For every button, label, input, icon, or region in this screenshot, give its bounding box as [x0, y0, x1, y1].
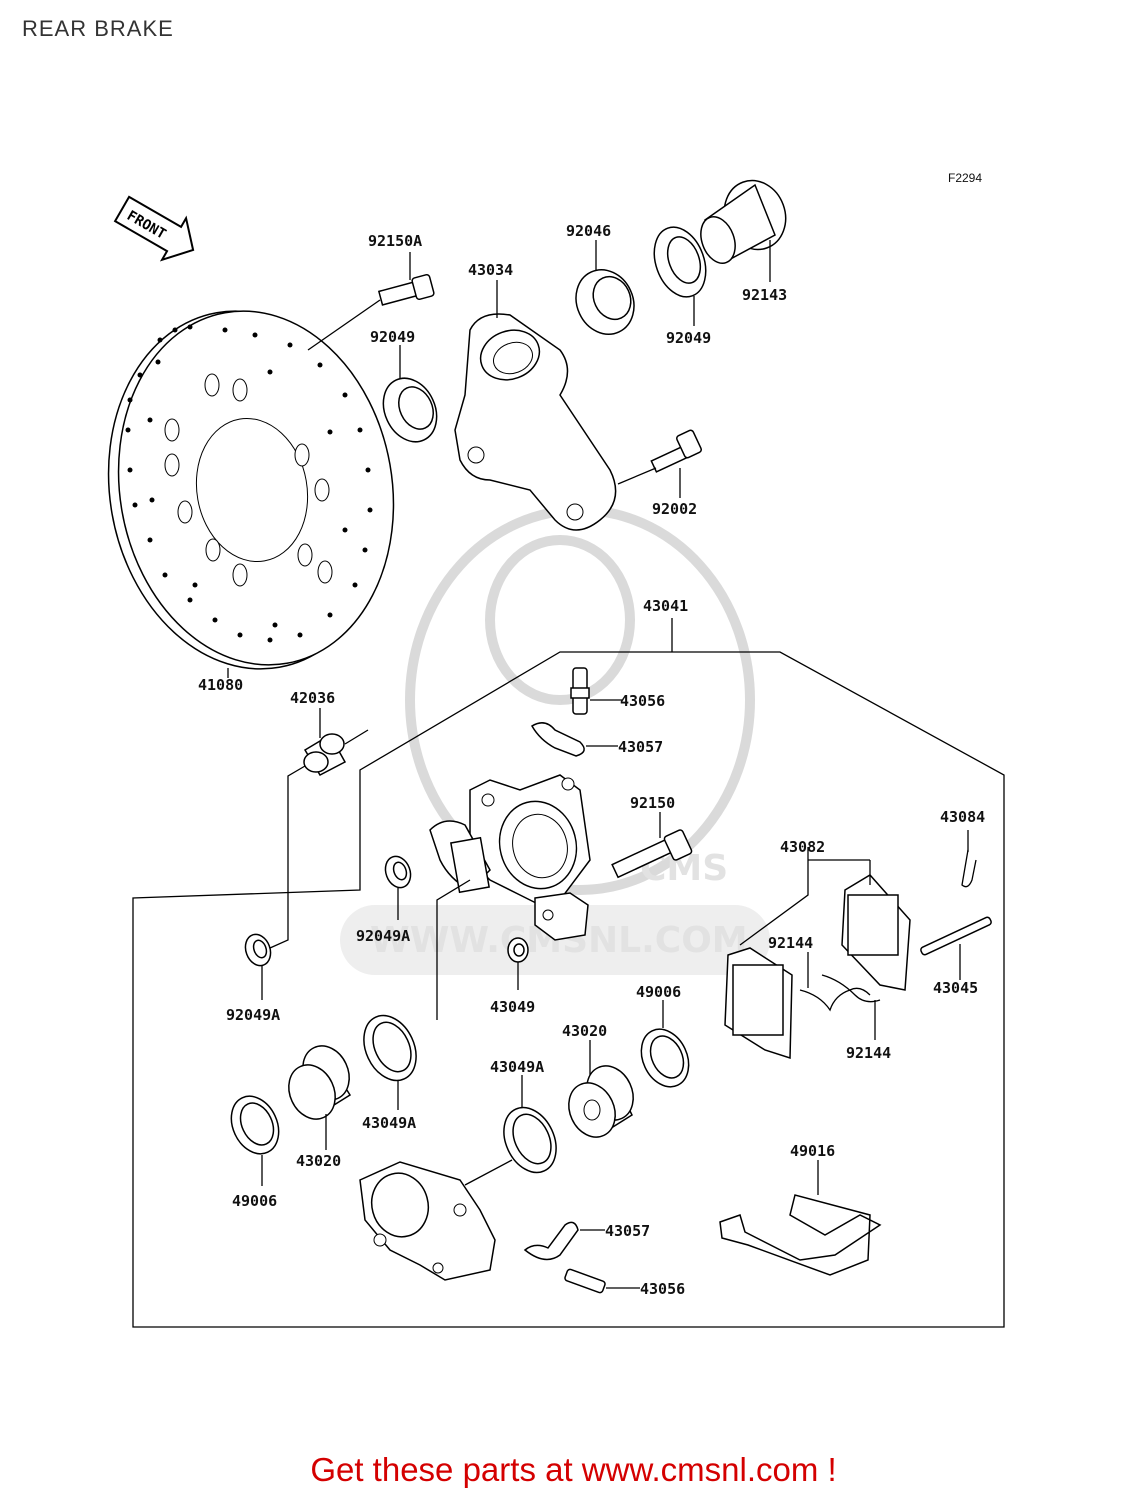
spring-92144: [799, 974, 881, 1012]
label-43056-bottom: 43056: [640, 1280, 685, 1298]
label-92049-right: 92049: [666, 329, 711, 347]
bearing-92046: [575, 269, 635, 335]
label-92150A: 92150A: [368, 232, 422, 250]
label-43020-mid: 43020: [562, 1022, 607, 1040]
label-92144-top: 92144: [768, 934, 813, 952]
label-92002: 92002: [652, 500, 697, 518]
label-43049: 43049: [490, 998, 535, 1016]
label-43041: 43041: [643, 597, 688, 615]
label-92049A-left: 92049A: [226, 1006, 280, 1024]
label-43057-bottom: 43057: [605, 1222, 650, 1240]
brake-pads-43082: [724, 874, 911, 1060]
exploded-diagram: CMS WWW.CMSNL.COM FRONT: [107, 179, 1005, 1328]
shim-49016: [719, 1194, 882, 1276]
cap-43057-top: [530, 722, 585, 757]
label-49006-left: 49006: [232, 1192, 277, 1210]
page-title: REAR BRAKE: [22, 16, 174, 41]
collar-92143: [700, 179, 787, 264]
label-92143: 92143: [742, 286, 787, 304]
piston-43020-mid: [568, 1065, 634, 1138]
label-42036: 42036: [290, 689, 335, 707]
label-41080: 41080: [198, 676, 243, 694]
label-43084: 43084: [940, 808, 985, 826]
bolt-92150A: [377, 273, 435, 306]
label-43020-left: 43020: [296, 1152, 341, 1170]
label-92049-left: 92049: [370, 328, 415, 346]
label-43045: 43045: [933, 979, 978, 997]
cta-link[interactable]: Get these parts at www.cmsnl.com !: [310, 1451, 837, 1488]
seal-43049A-left: [363, 1014, 417, 1082]
label-43034: 43034: [468, 261, 513, 279]
label-49016: 49016: [790, 1142, 835, 1160]
label-43049A-left: 43049A: [362, 1114, 416, 1132]
sleeve-42036: [303, 733, 347, 776]
front-arrow-icon: FRONT: [113, 195, 195, 262]
diagram-code: F2294: [948, 171, 983, 185]
pin-43045: [920, 916, 992, 956]
seal-92049-right: [653, 226, 707, 298]
piston-43020-left: [288, 1045, 352, 1120]
bolt-92150: [611, 829, 693, 879]
caliper-body: [429, 774, 591, 941]
label-43082: 43082: [780, 838, 825, 856]
cap-43057-bottom: [523, 1221, 579, 1261]
seal-49006-right: [640, 1028, 690, 1088]
label-43057-top: 43057: [618, 738, 663, 756]
label-43049A-mid: 43049A: [490, 1058, 544, 1076]
caliper-lower-half: [359, 1161, 496, 1281]
seal-43049: [507, 937, 529, 963]
bleeder-43056-top: [570, 667, 590, 715]
label-92049A-mid: 92049A: [356, 927, 410, 945]
label-92144-bottom: 92144: [846, 1044, 891, 1062]
label-92150: 92150: [630, 794, 675, 812]
caliper-bracket-43034: [454, 313, 617, 531]
seal-92049A-left: [244, 933, 272, 967]
label-43056-top: 43056: [620, 692, 665, 710]
seal-49006-left: [230, 1095, 280, 1155]
caliper-assembly-frame: [132, 651, 1005, 1328]
seal-92049-left: [382, 377, 438, 443]
label-92046: 92046: [566, 222, 611, 240]
seal-43049A-mid: [503, 1106, 557, 1174]
bolt-92002: [650, 429, 702, 473]
brake-disc-41080: [107, 310, 395, 670]
label-49006-right: 49006: [636, 983, 681, 1001]
bleeder-43056-bottom: [564, 1268, 606, 1294]
seal-92049A-mid: [384, 855, 412, 889]
clip-43084: [961, 849, 977, 888]
